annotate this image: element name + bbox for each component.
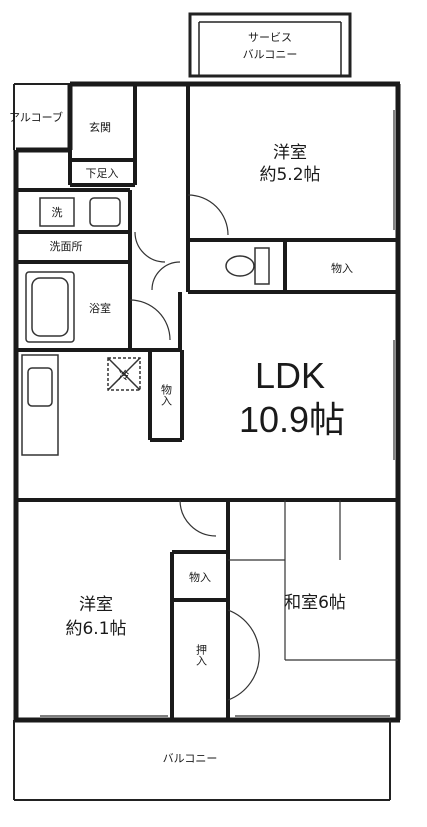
ldk-name: LDK	[255, 355, 325, 396]
oshiire-label: 押入	[195, 643, 208, 666]
windows	[40, 110, 395, 717]
fridge-label: 冷	[119, 369, 130, 382]
interior-walls	[16, 84, 398, 720]
washer-label: 洗	[52, 206, 63, 219]
washroom-label: 洗面所	[50, 240, 83, 253]
balcony-label: バルコニー	[163, 752, 218, 765]
ldk-size: 10.9帖	[239, 399, 345, 440]
closet-room-1-label: 物入	[331, 261, 353, 275]
fixtures	[21, 197, 270, 456]
balcony-outline	[13, 720, 391, 801]
western-room-1-name: 洋室	[273, 143, 307, 163]
closet-ldk-label: 物入	[160, 383, 173, 406]
closet-room-2-label: 物入	[189, 570, 211, 584]
service-balcony	[188, 12, 352, 78]
shoe-storage-label: 下足入	[86, 167, 119, 180]
japanese-room-label: 和室6帖	[284, 593, 346, 613]
service-balcony-label-1: サービス	[248, 31, 292, 44]
entrance-label: 玄関	[89, 120, 111, 134]
service-balcony-label-2: バルコニー	[243, 48, 298, 61]
alcove-label: アルコーブ	[9, 110, 63, 124]
western-room-2-name: 洋室	[79, 595, 113, 615]
bathroom-label: 浴室	[89, 301, 111, 315]
western-room-1-size: 約5.2帖	[259, 165, 320, 185]
door-swings	[129, 194, 260, 701]
tatami-lines	[228, 500, 398, 661]
western-room-2-size: 約6.1帖	[65, 619, 126, 639]
alcove-outline	[13, 83, 70, 150]
exterior-walls	[13, 81, 401, 723]
